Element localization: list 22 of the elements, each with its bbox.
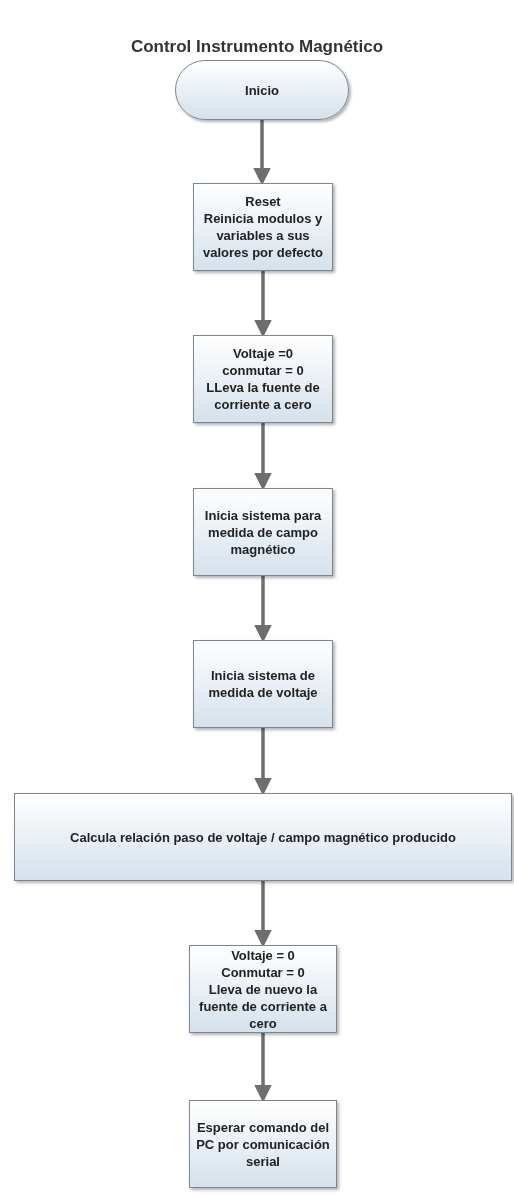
box-text: Calcula relación paso de voltaje / campo magnético producido [70, 828, 456, 846]
box-text: Lleva de nuevo la fuente de corriente a cero [198, 980, 328, 1032]
box-text: Esperar comando del PC por comunicación serial [195, 1118, 331, 1170]
box-text: Inicia sistema de medida de voltaje [207, 667, 319, 701]
process-box [193, 640, 333, 728]
process-box [189, 1100, 337, 1188]
process-box [193, 183, 333, 271]
box-text: Inicia sistema para medida de campo magnético [203, 506, 323, 558]
diagram-title: Control Instrumento Magnético [130, 36, 384, 58]
process-box [193, 335, 333, 423]
process-box [189, 945, 337, 1033]
box-text: conmutar = 0 [222, 362, 304, 379]
box-text: Voltaje = 0 [231, 946, 295, 964]
box-text: Voltaje =0 [232, 345, 294, 362]
box-text: Reinicia modulos y variables a sus valores por defecto [202, 210, 324, 261]
box-text: Reset [245, 193, 281, 210]
process-box [14, 793, 512, 881]
box-text: Inicio [245, 81, 279, 99]
start-terminal [175, 60, 349, 120]
box-text: LLeva la fuente de corriente a cero [205, 379, 321, 413]
box-text: Conmutar = 0 [221, 963, 305, 981]
process-box [193, 488, 333, 576]
